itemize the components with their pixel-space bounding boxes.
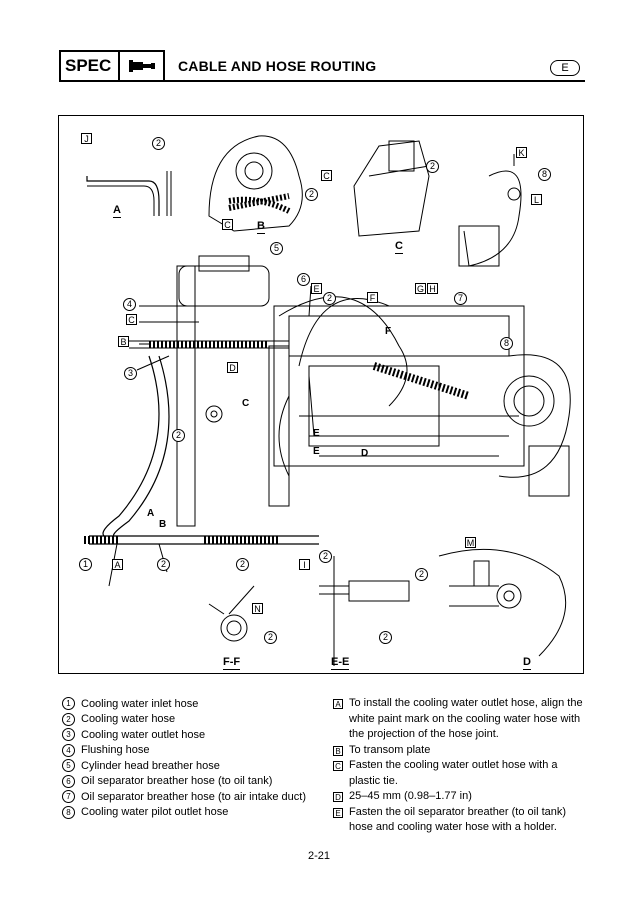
marker-1: 1 (79, 558, 92, 571)
marker-b-left: B (118, 336, 129, 347)
marker-d: D (227, 362, 238, 373)
marker-5: 5 (270, 242, 283, 255)
view-label-c: C (395, 240, 403, 254)
marker-2-h: 2 (236, 558, 249, 571)
engine-illustration (84, 135, 571, 666)
spec-label: SPEC (59, 50, 118, 82)
label-e2: E (313, 446, 320, 457)
marker-f: F (367, 292, 378, 303)
marker-n: N (252, 603, 263, 614)
marker-3: 3 (124, 367, 137, 380)
marker-c-top: C (321, 170, 332, 181)
view-label-d: D (523, 656, 531, 670)
wrench-icon (118, 50, 165, 82)
view-label-a: A (113, 204, 121, 218)
marker-7: 7 (454, 292, 467, 305)
label-d: D (361, 448, 369, 459)
marker-i: I (299, 559, 310, 570)
label-b-arrow: B (159, 519, 167, 530)
language-badge: E (550, 60, 580, 76)
marker-k: K (516, 147, 527, 158)
label-f: F (385, 326, 392, 337)
marker-a: A (112, 559, 123, 570)
marker-2-f: 2 (319, 550, 332, 563)
marker-2-b: 2 (305, 188, 318, 201)
view-label-ee: E-E (331, 656, 350, 670)
marker-8: 8 (500, 337, 513, 350)
marker-2-c: 2 (426, 160, 439, 173)
marker-h: H (427, 283, 438, 294)
label-e: E (313, 428, 320, 439)
marker-g: G (415, 283, 426, 294)
marker-2-k: 2 (379, 631, 392, 644)
marker-2-g: 2 (157, 558, 170, 571)
marker-6: 6 (297, 273, 310, 286)
marker-8-top: 8 (538, 168, 551, 181)
marker-2-e: 2 (172, 429, 185, 442)
view-label-b: B (257, 220, 265, 234)
label-a-arrow: A (147, 508, 155, 519)
view-label-ff: F-F (223, 656, 241, 670)
marker-l: L (531, 194, 542, 205)
marker-2-j: 2 (264, 631, 277, 644)
page-number: 2-21 (307, 850, 331, 862)
marker-2-d: 2 (323, 292, 336, 305)
header-rule (165, 80, 585, 82)
marker-m: M (465, 537, 476, 548)
hose-routing-diagram: A B C F-F E-E D J K L C C E F G H C B D … (58, 115, 584, 674)
marker-2-a: 2 (152, 137, 165, 150)
marker-j: J (81, 133, 92, 144)
marker-2-i: 2 (415, 568, 428, 581)
marker-c-left: C (126, 314, 137, 325)
label-c-arrow: C (242, 398, 250, 409)
marker-c-b: C (222, 219, 233, 230)
marker-e: E (311, 283, 322, 294)
marker-4: 4 (123, 298, 136, 311)
page-title: CABLE AND HOSE ROUTING (178, 58, 377, 74)
